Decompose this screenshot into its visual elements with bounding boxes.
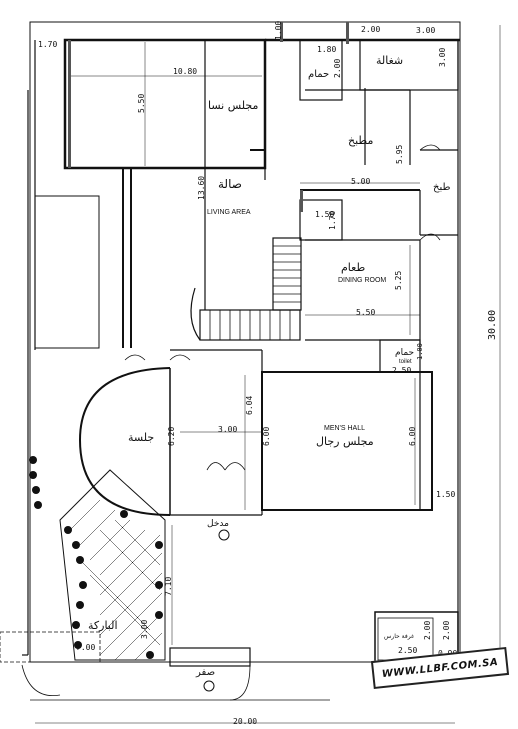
label-zero-level: صفر [196, 667, 216, 678]
label-parking: الباركة [88, 619, 118, 632]
plot-boundary [29, 21, 461, 663]
label-mens-majlis: مجلس رجال [316, 435, 374, 448]
label-dining-room: DINING ROOM [338, 277, 387, 284]
dim-2-00-guard: 2.00 [423, 620, 432, 640]
dim-2-50-toilet: 2.50 [392, 366, 412, 375]
label-bath-top: حمام [308, 69, 330, 80]
dim-6-20: 6.20 [167, 426, 176, 446]
label-mens-hall: MEN'S HALL [324, 425, 366, 432]
sitting-room-arc [78, 367, 171, 516]
dim-2-00-guard-b: 2.00 [442, 620, 451, 640]
dim-1-00-toilet: 1.00 [416, 343, 424, 360]
dim-5-50-mid: 5.50 [356, 308, 376, 317]
dim-5-50-left: 5.50 [137, 93, 146, 113]
dim-2-00-b: 2.00 [333, 58, 342, 78]
dim-5-25: 5.25 [394, 270, 403, 290]
dim-6-04: 6.04 [245, 395, 254, 415]
label-bath-mid: حمام [395, 348, 415, 358]
dim-1-50-mid: 1.50 [315, 210, 335, 219]
entrance-path [59, 469, 166, 661]
dim-7-00: 7.00 [76, 643, 96, 652]
dim-1-70: 1.70 [38, 40, 58, 49]
label-toilet: toilet [399, 359, 412, 365]
dim-1-00-top: 1.00 [274, 20, 283, 40]
staircase [272, 237, 302, 311]
dim-2-50-guard: 2.50 [398, 646, 418, 655]
label-hall: صالة [218, 177, 242, 191]
label-women-majlis: مجلس نسا [208, 99, 259, 112]
label-entrance: مدخل [207, 519, 229, 529]
dim-20-00: 20.00 [233, 717, 258, 726]
dim-6-00-left: 6.00 [262, 426, 271, 446]
dim-3-00-top: 3.00 [416, 26, 436, 35]
dim-3-00-bottom: 3.00 [140, 619, 149, 639]
label-sitting: جلسة [128, 431, 155, 444]
storage-block [34, 195, 100, 349]
label-guard-room: غرفة حارس [384, 633, 415, 640]
dim-1-50-right: 1.50 [436, 490, 456, 499]
dim-7-10: 7.10 [164, 576, 173, 596]
label-dining: طعام [341, 261, 366, 274]
dim-10-80: 10.80 [173, 67, 198, 76]
dim-30-00: 30.00 [487, 309, 498, 340]
dim-3-00-right: 3.00 [438, 47, 447, 67]
dim-1-80: 1.80 [317, 45, 337, 54]
dim-13-60: 13.60 [197, 175, 206, 200]
dim-3-00-mid: 3.00 [218, 425, 238, 434]
dim-5-95: 5.95 [395, 144, 404, 164]
women-majlis-walls [63, 38, 267, 170]
dim-5-00: 5.00 [351, 177, 371, 186]
tree-markers [29, 456, 163, 659]
label-servant: شغالة [376, 54, 404, 67]
dim-1-70-mid: 1.70 [328, 210, 337, 230]
dim-2-00-a: 2.00 [361, 25, 381, 34]
label-kitchen: مطبخ [348, 134, 374, 147]
dim-6-00-right: 6.00 [408, 426, 417, 446]
label-cook-side: طبخ [433, 182, 451, 193]
label-living-area: LIVING AREA [207, 209, 251, 216]
